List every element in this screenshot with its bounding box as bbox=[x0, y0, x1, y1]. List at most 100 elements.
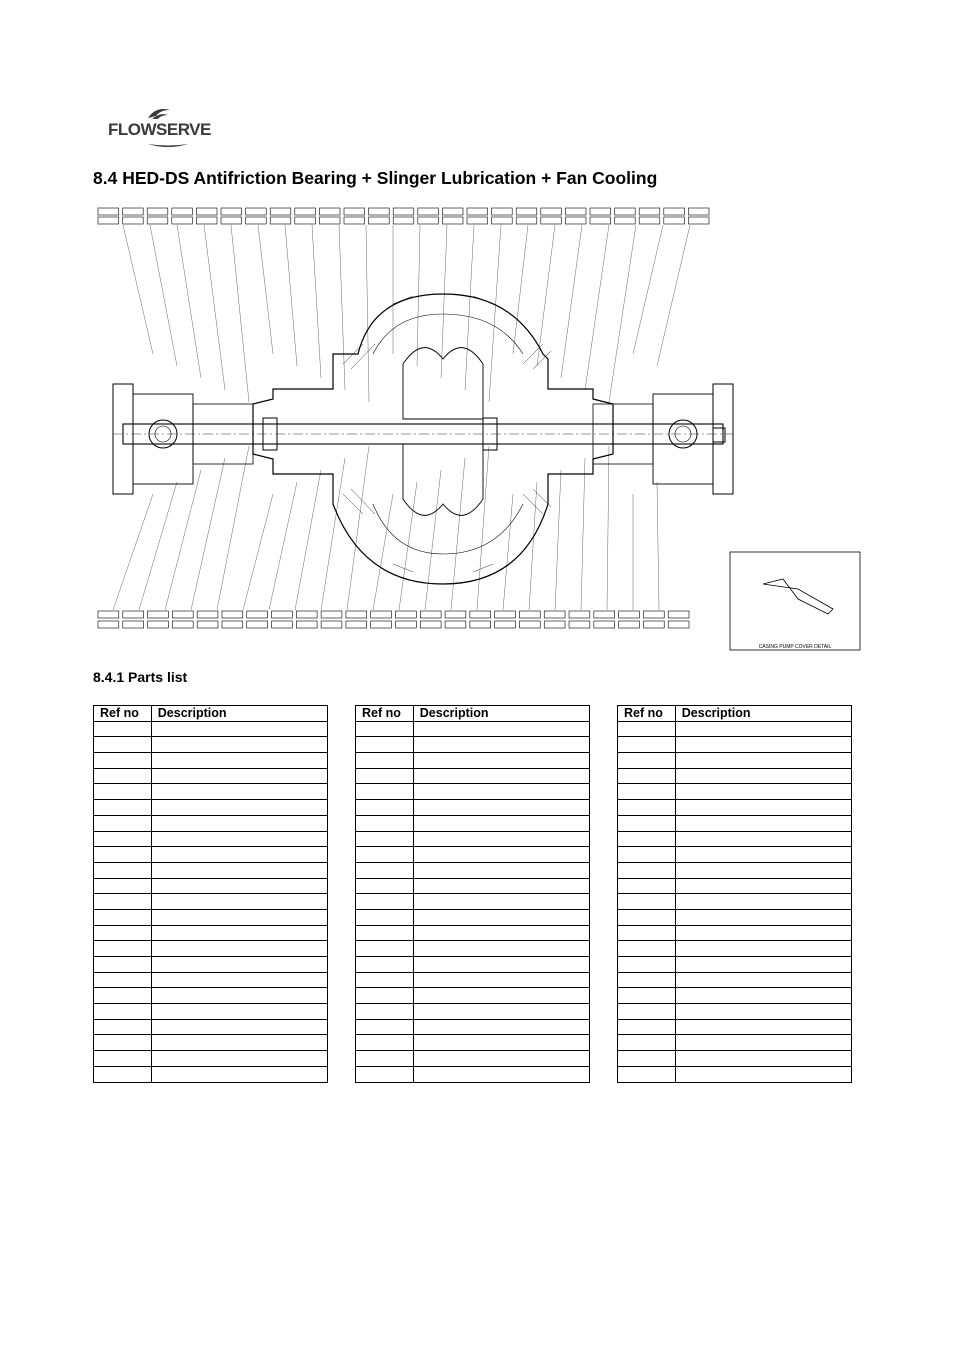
description-cell bbox=[412, 971, 591, 989]
flowserve-logo: FLOWSERVE bbox=[108, 104, 220, 152]
leader-line bbox=[502, 493, 514, 611]
ref-no-cell bbox=[93, 1003, 152, 1020]
ref-no-cell bbox=[93, 783, 152, 801]
table-row bbox=[355, 1065, 591, 1083]
callout-box bbox=[97, 610, 120, 619]
table-row bbox=[93, 720, 329, 738]
callout-box bbox=[196, 207, 218, 216]
description-cell bbox=[150, 783, 329, 801]
callout-box bbox=[395, 610, 417, 619]
callout-box bbox=[320, 620, 343, 629]
table-row bbox=[355, 924, 591, 942]
table-row bbox=[93, 877, 329, 895]
table-row bbox=[617, 752, 853, 769]
leader-line bbox=[230, 224, 250, 403]
description-cell bbox=[674, 1018, 853, 1036]
callout-box bbox=[469, 620, 491, 629]
ref-no-cell bbox=[617, 924, 676, 942]
callout-box bbox=[442, 216, 464, 225]
description-cell bbox=[150, 1065, 329, 1083]
ref-no-cell bbox=[355, 940, 414, 957]
description-cell bbox=[412, 830, 591, 848]
callout-box bbox=[269, 207, 292, 216]
leader-line bbox=[656, 224, 691, 367]
table-row bbox=[93, 736, 329, 754]
callout-box bbox=[643, 610, 665, 619]
description-cell bbox=[412, 877, 591, 895]
description-cell bbox=[674, 956, 853, 973]
table-row bbox=[93, 799, 329, 816]
description-cell bbox=[150, 940, 329, 957]
callout-box bbox=[370, 620, 392, 629]
leader-line bbox=[149, 224, 178, 367]
table-row bbox=[617, 783, 853, 801]
leader-line bbox=[476, 445, 490, 611]
pump-cross-section-drawing: CASING PUMP COVER DETAIL bbox=[97, 207, 861, 651]
description-cell bbox=[150, 893, 329, 910]
callout-box bbox=[466, 207, 488, 216]
callout-box bbox=[368, 207, 390, 216]
description-cell bbox=[150, 1034, 329, 1052]
ref-no-cell bbox=[355, 1065, 414, 1083]
ref-no-cell bbox=[93, 1050, 152, 1067]
leader-line bbox=[346, 445, 370, 611]
leader-line bbox=[257, 224, 274, 355]
ref-no-cell bbox=[355, 799, 414, 816]
table-row bbox=[93, 1003, 329, 1020]
ref-no-cell bbox=[617, 893, 676, 910]
ref-no-cell bbox=[93, 893, 152, 910]
leader-line bbox=[512, 224, 529, 355]
ref-no-cell bbox=[617, 736, 676, 754]
ref-no-cell bbox=[93, 1018, 152, 1036]
callout-box bbox=[196, 620, 219, 629]
callout-box bbox=[97, 207, 119, 216]
callout-box bbox=[444, 620, 467, 629]
callout-box bbox=[614, 207, 636, 216]
leader-line bbox=[164, 469, 202, 611]
description-cell bbox=[674, 861, 853, 879]
description-header: Description bbox=[674, 705, 853, 722]
leader-line bbox=[528, 481, 538, 611]
callout-box bbox=[419, 620, 442, 629]
ref-no-cell bbox=[355, 1018, 414, 1036]
ref-no-cell bbox=[93, 971, 152, 989]
callout-box bbox=[419, 610, 442, 619]
leader-line bbox=[216, 445, 250, 611]
callout-box bbox=[171, 207, 193, 216]
callout-box bbox=[196, 610, 219, 619]
table-row bbox=[617, 987, 853, 1005]
leader-line bbox=[242, 493, 274, 611]
description-cell bbox=[412, 1018, 591, 1036]
callout-box bbox=[246, 620, 268, 629]
parts-table-body bbox=[355, 720, 591, 1083]
ref-no-cell bbox=[617, 1065, 676, 1083]
table-row bbox=[355, 1034, 591, 1052]
ref-no-cell bbox=[355, 783, 414, 801]
ref-no-cell bbox=[93, 799, 152, 816]
table-row bbox=[355, 783, 591, 801]
ref-no-cell bbox=[93, 846, 152, 863]
ref-no-cell bbox=[93, 861, 152, 879]
description-cell bbox=[674, 1034, 853, 1052]
table-row bbox=[617, 720, 853, 738]
table-row bbox=[355, 799, 591, 816]
table-row bbox=[93, 783, 329, 801]
callout-box bbox=[515, 207, 538, 216]
logo-text: FLOWSERVE bbox=[108, 120, 211, 139]
table-row bbox=[355, 1050, 591, 1067]
ref-no-cell bbox=[617, 830, 676, 848]
description-cell bbox=[150, 767, 329, 785]
callout-box bbox=[345, 620, 368, 629]
callout-box bbox=[122, 620, 144, 629]
callout-box bbox=[220, 207, 242, 216]
ref-no-cell bbox=[617, 861, 676, 879]
description-cell bbox=[674, 736, 853, 754]
description-cell bbox=[150, 752, 329, 769]
description-cell bbox=[150, 861, 329, 879]
description-cell bbox=[412, 767, 591, 785]
table-row bbox=[355, 846, 591, 863]
description-cell bbox=[412, 736, 591, 754]
description-cell bbox=[412, 1003, 591, 1020]
description-cell bbox=[150, 877, 329, 895]
leader-line bbox=[450, 457, 466, 611]
